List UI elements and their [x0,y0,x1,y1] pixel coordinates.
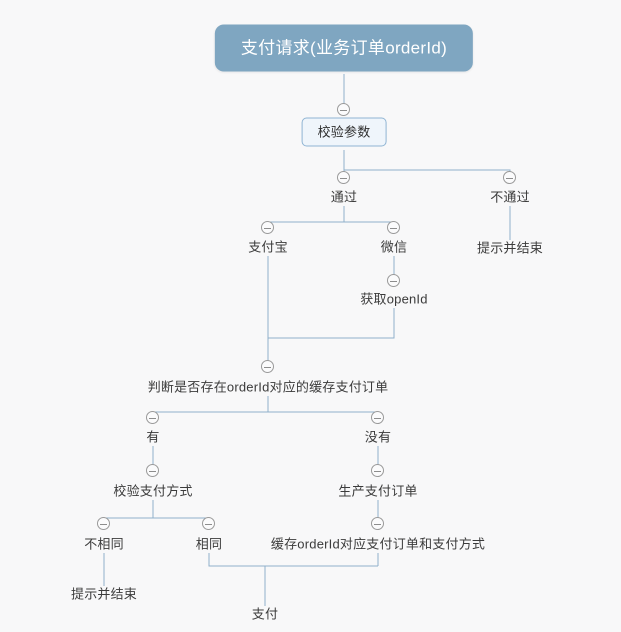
node-differ-end[interactable]: 提示并结束 [70,586,138,602]
collapse-minus-icon[interactable] [371,464,384,477]
collapse-minus-icon[interactable] [146,464,159,477]
node-openid[interactable]: 获取openId [360,291,428,307]
node-fail[interactable]: 不通过 [490,189,530,205]
node-gen-order[interactable]: 生产支付订单 [338,483,418,499]
node-root[interactable]: 支付请求(业务订单orderId) [214,24,474,72]
node-cache-order[interactable]: 缓存orderId对应支付订单和支付方式 [270,536,486,552]
node-alipay[interactable]: 支付宝 [248,239,288,255]
collapse-minus-icon[interactable] [97,517,110,530]
collapse-minus-icon[interactable] [371,517,384,530]
edge-openid-to-merge [268,308,395,339]
node-wechat[interactable]: 微信 [380,239,408,255]
collapse-minus-icon[interactable] [337,171,350,184]
node-has[interactable]: 有 [146,429,160,445]
node-fail-end[interactable]: 提示并结束 [476,240,544,256]
collapse-minus-icon[interactable] [202,517,215,530]
collapse-minus-icon[interactable] [503,171,516,184]
edge-check-cache-to-has [153,396,269,413]
node-same[interactable]: 相同 [195,536,223,552]
collapse-minus-icon[interactable] [387,221,400,234]
node-differ[interactable]: 不相同 [84,536,124,552]
edge-pass-to-alipay [268,206,345,223]
collapse-minus-icon[interactable] [387,274,400,287]
collapse-minus-icon[interactable] [261,360,274,373]
node-none[interactable]: 没有 [364,429,392,445]
collapse-minus-icon[interactable] [261,221,274,234]
node-pay[interactable]: 支付 [251,606,279,622]
node-validate[interactable]: 校验参数 [301,117,387,147]
collapse-minus-icon[interactable] [337,103,350,116]
node-pass[interactable]: 通过 [330,189,358,205]
edge-check-pay-to-differ [104,500,154,519]
edge-validate-to-pass [343,150,511,172]
collapse-minus-icon[interactable] [371,411,384,424]
node-check-pay[interactable]: 校验支付方式 [113,483,193,499]
node-check-cache[interactable]: 判断是否存在orderId对应的缓存支付订单 [147,379,389,395]
collapse-minus-icon[interactable] [146,411,159,424]
edge-same-to-pay-merge [208,553,378,567]
